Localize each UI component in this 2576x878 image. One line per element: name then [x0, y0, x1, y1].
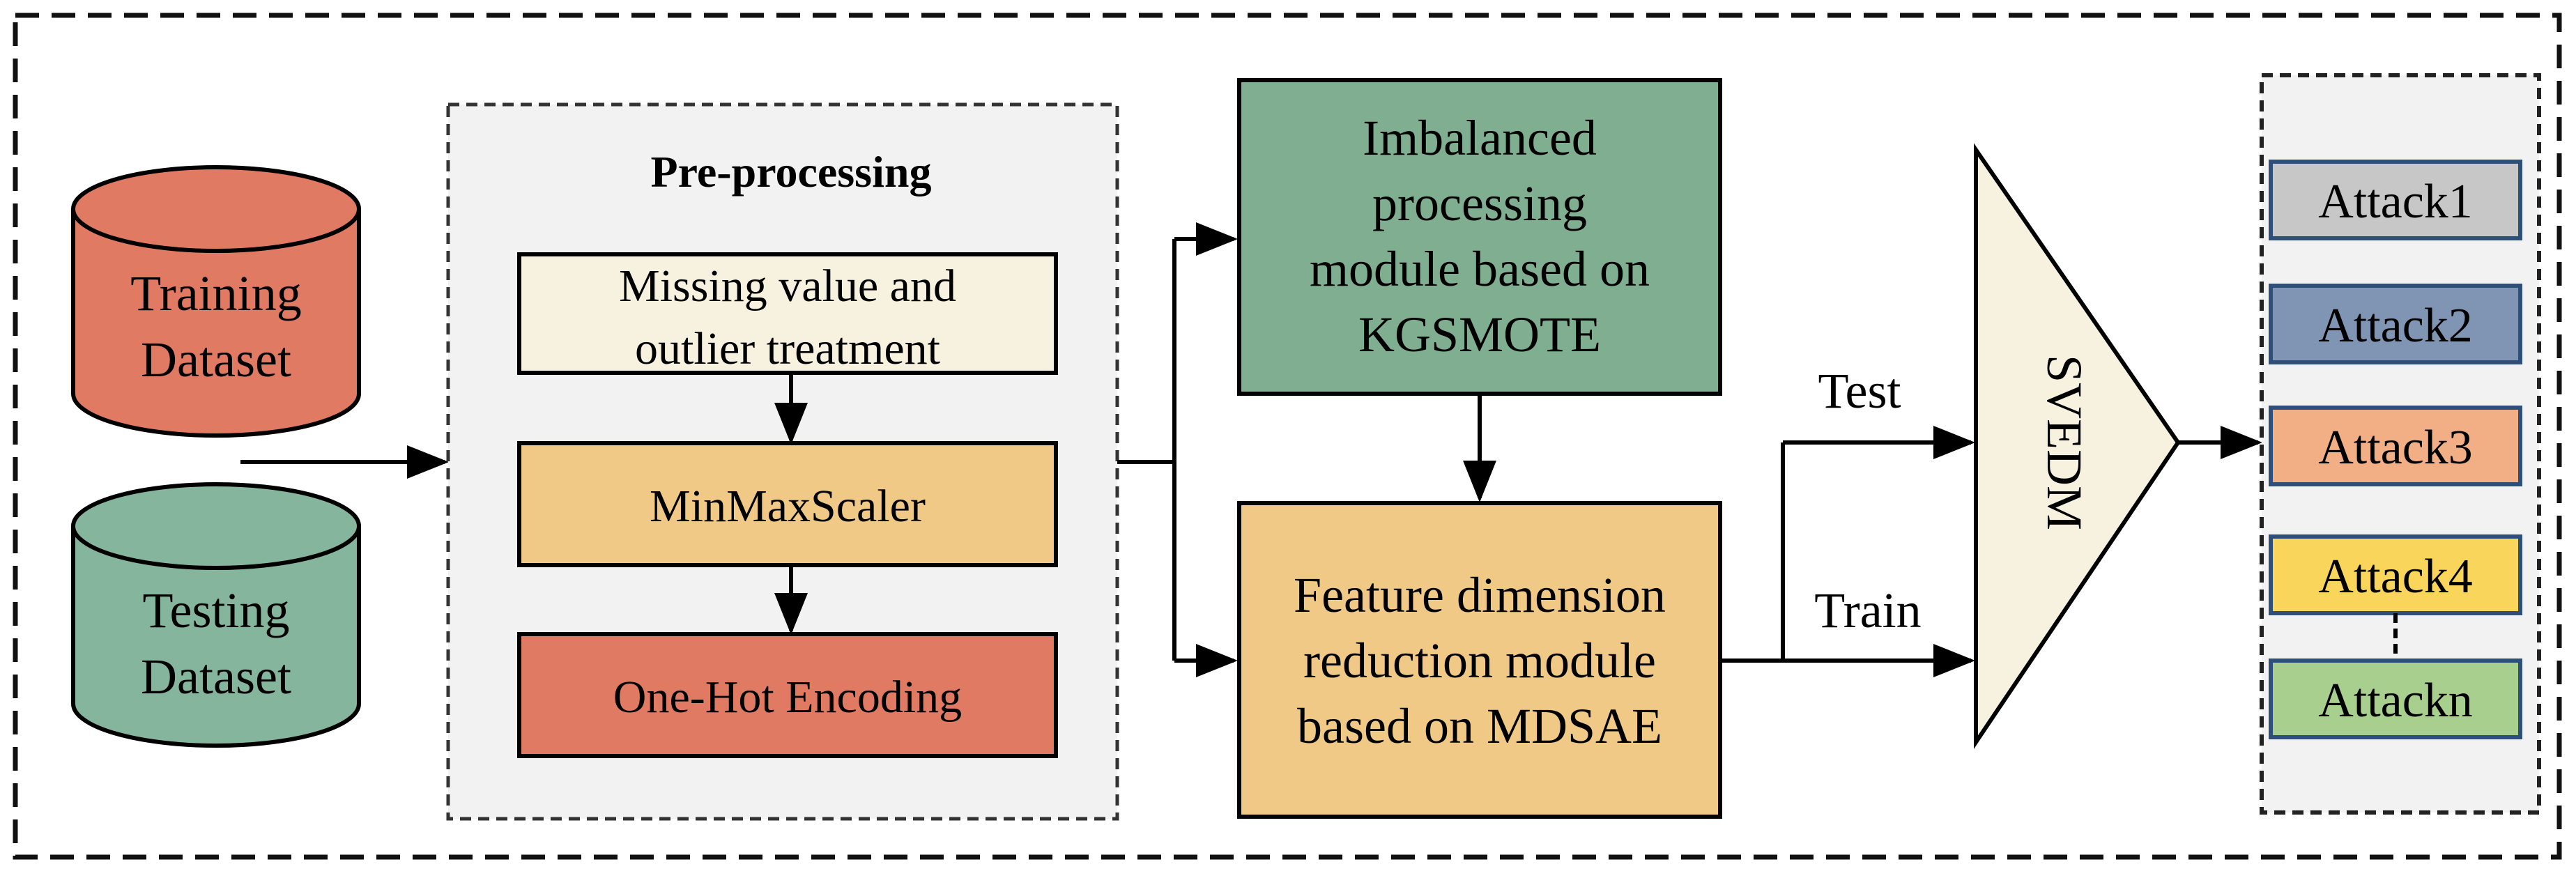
feature-output-connector [1720, 442, 1785, 663]
imbalanced-module-line1: Imbalanced [1363, 110, 1597, 166]
test-label: Test [1818, 363, 1901, 419]
training-dataset-cylinder: Training Dataset [71, 165, 361, 438]
imbalanced-module-line2: processing [1372, 176, 1587, 231]
missing-value-label-line2: outlier treatment [635, 323, 940, 374]
minmaxscaler-label: MinMaxScaler [650, 481, 926, 532]
minmaxscaler-box [517, 441, 1058, 567]
testing-dataset-cylinder: Testing Dataset [71, 482, 361, 748]
testing-dataset-top [71, 482, 361, 570]
svedm-label: SVEDM [2037, 355, 2092, 530]
testing-dataset-label-line1: Testing [143, 583, 290, 638]
feature-module-box [1237, 501, 1722, 819]
missing-value-box [517, 252, 1058, 375]
preprocessing-title: Pre-processing [651, 147, 932, 197]
attack-1-label: Attack1 [2318, 175, 2473, 229]
training-dataset-top [71, 165, 361, 253]
preprocessing-output-connector [1117, 239, 1176, 464]
attack-2-box [2269, 284, 2522, 364]
testing-dataset-body [71, 526, 361, 748]
imbalanced-module-line4: KGSMOTE [1358, 307, 1601, 362]
imbalanced-module-line3: module based on [1310, 241, 1650, 297]
feature-module-line3: based on MDSAE [1297, 698, 1662, 754]
one-hot-encoding-label: One-Hot Encoding [613, 672, 962, 723]
attack-4-label: Attack4 [2318, 550, 2473, 603]
training-dataset-label-line2: Dataset [141, 332, 291, 387]
testing-dataset-label-line2: Dataset [141, 649, 291, 704]
attack-3-label: Attack3 [2318, 421, 2473, 475]
feature-module-line1: Feature dimension [1294, 567, 1666, 623]
one-hot-encoding-box [517, 632, 1058, 758]
imbalanced-module-box [1237, 78, 1722, 396]
feature-module-line2: reduction module [1303, 633, 1656, 688]
attack-2-label: Attack2 [2318, 299, 2473, 353]
train-label: Train [1814, 583, 1921, 638]
outer-frame [13, 13, 2562, 860]
attack-1-box [2269, 160, 2522, 240]
training-dataset-body [71, 209, 361, 438]
attack-4-box [2269, 534, 2522, 615]
svedm-classifier [1974, 143, 2181, 749]
attack-n-box [2269, 658, 2522, 739]
attack-3-box [2269, 406, 2522, 486]
training-dataset-label-line1: Training [130, 265, 301, 321]
attack-n-label: Attackn [2318, 674, 2473, 727]
missing-value-label-line1: Missing value and [619, 261, 956, 311]
